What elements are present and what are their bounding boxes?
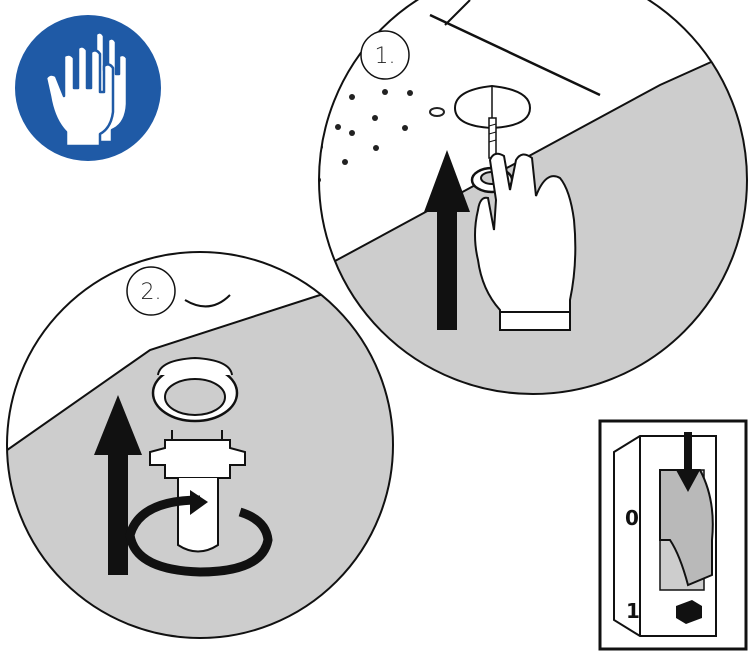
circuit-breaker-icon: 0 1 [600, 421, 746, 649]
step-1-illustration: 1. [300, 0, 753, 400]
step-2-illustration: 2. [0, 250, 400, 650]
step-1-label: 1. [375, 44, 396, 69]
breaker-off-label: 0 [625, 506, 639, 530]
step-2-label: 2. [141, 280, 162, 305]
breaker-on-label: 1 [626, 599, 640, 623]
step-2-badge: 2. [127, 267, 175, 315]
gloves-sign [16, 16, 160, 160]
step-1-badge: 1. [361, 31, 409, 79]
